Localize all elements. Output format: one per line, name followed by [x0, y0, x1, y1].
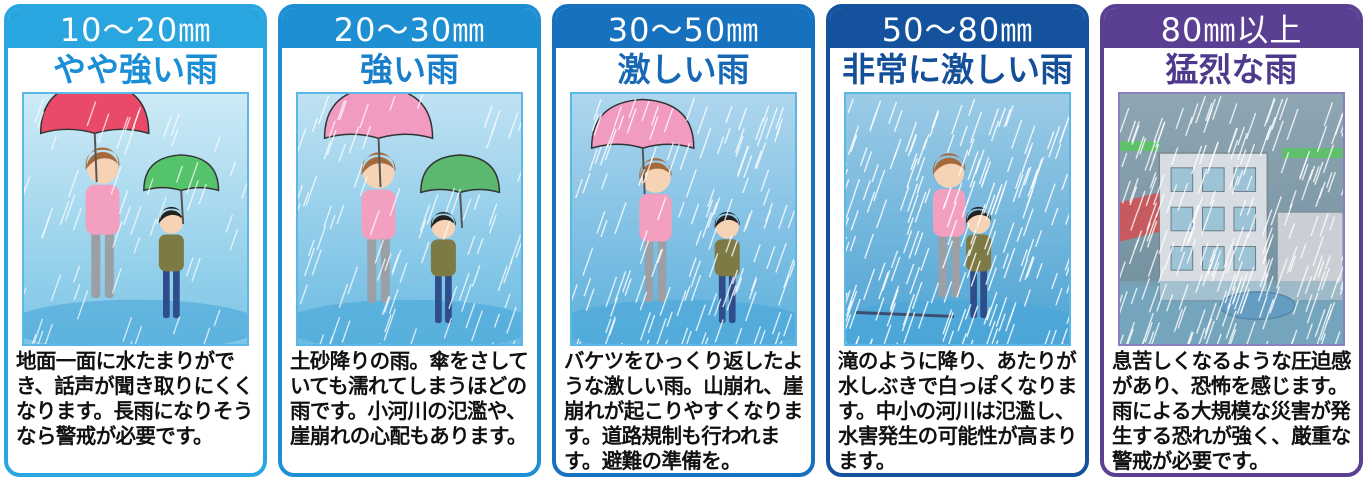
- rain-streaks: [572, 97, 795, 344]
- card-illustration: [570, 92, 797, 346]
- card-header: 10〜20㎜: [8, 8, 263, 49]
- card-illustration: [1118, 92, 1345, 346]
- flooded-town-icon: [1120, 94, 1343, 344]
- puddle: [846, 299, 1069, 344]
- rain-card: 80㎜以上猛烈な雨息苦しくなるような圧迫感があり、恐怖を感じます。雨による大規模…: [1100, 4, 1363, 477]
- rainfall-range: 50〜80㎜: [881, 11, 1034, 49]
- puddle: [24, 299, 247, 344]
- window-icon: [1233, 206, 1257, 232]
- card-header: 30〜50㎜: [556, 8, 811, 49]
- window-icon: [1202, 206, 1225, 232]
- card-header: 20〜30㎜: [282, 8, 537, 49]
- rain-category-name: 猛烈な雨: [1165, 50, 1298, 89]
- person-figure: [932, 153, 966, 298]
- person-figure: [639, 158, 672, 303]
- rain-category-name: 非常に激しい雨: [842, 50, 1073, 89]
- rain-description: 土砂降りの雨。傘をさしていても濡れてしまうほどの雨です。小河川の氾濫や、崖崩れの…: [290, 349, 529, 448]
- rain-streaks: [1120, 96, 1343, 344]
- rain-category-name: 強い雨: [360, 50, 459, 89]
- puddle: [298, 299, 521, 344]
- umbrella-icon: [143, 154, 220, 225]
- window-icon: [1170, 167, 1194, 192]
- rainfall-range: 30〜50㎜: [607, 11, 760, 49]
- window-icon: [1233, 167, 1257, 192]
- card-header: 50〜80㎜: [830, 8, 1085, 49]
- roof-green-icon: [1120, 141, 1160, 152]
- rainfall-range: 10〜20㎜: [59, 11, 212, 49]
- rain-description: 息苦しくなるような圧迫感があり、恐怖を感じます。雨による大規模な災害が発生する恐…: [1112, 349, 1351, 473]
- woman-with-umbrella-and-boy-icon: [572, 94, 795, 344]
- card-illustration: [22, 92, 249, 346]
- rain-description: 滝のように降り、あたりが水しぶきで白っぽくなります。中小の河川は氾濫し、水害発生…: [838, 349, 1077, 473]
- rainfall-range: 20〜30㎜: [333, 11, 486, 49]
- rain-description: バケツをひっくり返したような激しい雨。山崩れ、崖崩れが起こりやすくなります。道路…: [564, 349, 804, 473]
- window-icon: [1233, 246, 1257, 271]
- woman-shielding-boy-icon: [846, 94, 1069, 344]
- rain-streaks: [846, 98, 1069, 344]
- rainfall-range: 80㎜以上: [1160, 11, 1303, 49]
- person-figure: [85, 147, 120, 298]
- umbrella-icon: [39, 94, 150, 183]
- rain-category-name: 激しい雨: [617, 50, 750, 89]
- woman-and-boy-with-umbrellas-icon: [298, 94, 521, 344]
- rain-streaks: [298, 94, 521, 344]
- rain-streaks: [24, 99, 247, 344]
- card-illustration: [296, 92, 523, 346]
- rain-category-name: やや強い雨: [53, 50, 218, 89]
- rain-description: 地面一面に水たまりができ、話声が聞き取りにくくなります。長雨になりそうなら警戒が…: [16, 349, 254, 448]
- umbrella-icon: [420, 154, 501, 228]
- fallen-umbrella-icon: [855, 311, 955, 318]
- woman-and-boy-with-umbrellas-icon: [24, 94, 247, 344]
- card-illustration: [844, 92, 1071, 346]
- card-header: 80㎜以上: [1104, 8, 1359, 49]
- umbrella-icon: [323, 94, 434, 188]
